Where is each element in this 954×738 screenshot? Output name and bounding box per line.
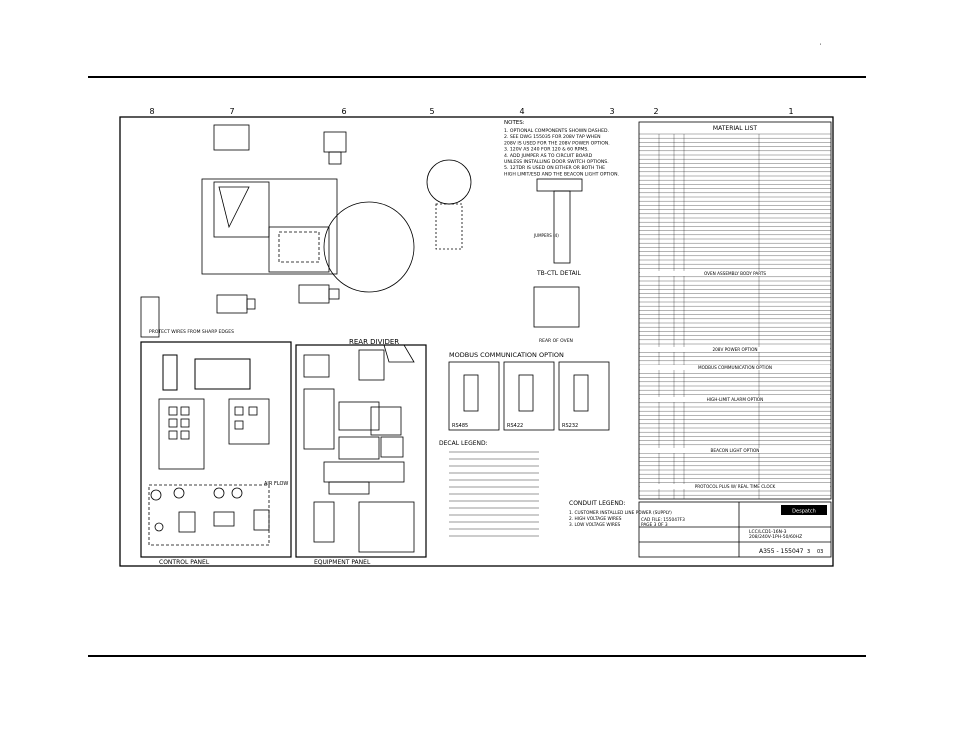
connector-label: RS422 — [507, 423, 523, 429]
material-section-title: HIGH-LIMIT ALARM OPTION — [707, 397, 764, 402]
material-list-title: MATERIAL LIST — [713, 125, 757, 132]
protect-wires-note: PROTECT WIRES FROM SHARP EDGES — [149, 329, 234, 335]
db9-connector — [518, 374, 534, 412]
bottom-rule — [88, 655, 866, 657]
column-marker-top: 2 — [653, 107, 658, 116]
control-panel-box — [140, 341, 292, 558]
conduit-item: 2. HIGH VOLTAGE WIRES — [569, 516, 622, 522]
note-line: UNLESS INSTALLING DOOR SWITCH OPTIONS. — [504, 159, 609, 165]
column-marker-top: 3 — [609, 107, 614, 116]
company-logo — [781, 505, 827, 515]
title-block — [638, 501, 832, 558]
note-line: 2. SEE DWG 155035 FOR 208V TAP WHEN — [504, 134, 601, 140]
material-section-band — [640, 397, 830, 402]
sheet-border — [119, 116, 834, 567]
connector-box — [558, 361, 610, 431]
note-line: 4. ADD JUMPER AS TO CIRCUIT BOARD — [504, 153, 593, 159]
material-section-band — [640, 271, 830, 276]
page-mark: ' — [820, 44, 822, 50]
material-section-title: MODBUS COMMUNICATION OPTION — [698, 365, 772, 370]
conduit-item: 1. CUSTOMER INSTALLED LINE POWER (SUPPLY… — [569, 510, 672, 516]
equipment-panel-label: EQUIPMENT PANEL — [314, 559, 371, 566]
wiring-diagram-sheet: 8877665544332211 DDCCBBAA REAR DIVIDER P… — [119, 107, 834, 567]
note-line: 1. OPTIONAL COMPONENTS SHOWN DASHED. — [504, 128, 609, 134]
blower-circle — [323, 201, 415, 293]
controller-outline — [158, 398, 205, 470]
conduit-legend-title: CONDUIT LEGEND: — [569, 500, 625, 507]
control-panel-option-area — [148, 484, 270, 546]
db9-connector — [573, 374, 589, 412]
connector-box — [503, 361, 555, 431]
drawing-sheet: 3 — [807, 549, 810, 555]
material-section-title: 208V POWER OPTION — [712, 347, 757, 352]
terminal-block — [162, 354, 178, 391]
notes-title: NOTES: — [504, 120, 525, 126]
drawing-number: A355 - 155047 — [759, 548, 804, 555]
connector-box — [448, 361, 500, 431]
company-name: Despatch — [792, 509, 816, 515]
material-section-title: OVEN ASSEMBLY BODY PARTS — [704, 271, 766, 276]
db9-connector — [463, 374, 479, 412]
material-section-band — [640, 347, 830, 352]
modbus-title: MODBUS COMMUNICATION OPTION — [449, 351, 564, 359]
control-panel-label: CONTROL PANEL — [159, 559, 210, 566]
conduit-item: 3. LOW VOLTAGE WIRES — [569, 522, 621, 528]
column-marker-top: 7 — [229, 107, 234, 116]
note-line: HIGH LIMIT/ESD AND THE BEACON LIGHT OPTI… — [504, 171, 619, 177]
cad-file: CAD FILE: 155047F3 — [641, 517, 685, 523]
material-section-title: BEACON LIGHT OPTION — [711, 448, 760, 453]
column-marker-top: 6 — [341, 107, 346, 116]
column-marker-top: 5 — [429, 107, 434, 116]
connector-label: RS232 — [562, 423, 578, 429]
material-section-band — [640, 484, 830, 489]
material-section-band — [640, 448, 830, 453]
drawing-rev: 03 — [817, 549, 823, 555]
connector-label: RS485 — [452, 423, 468, 429]
column-marker-top: 1 — [788, 107, 793, 116]
note-line: 3. 120V AS 240 FOR 120 & 60 RPMS. — [504, 147, 589, 153]
column-marker-top: 4 — [519, 107, 524, 116]
rear-of-oven-label: REAR OF OVEN — [539, 338, 573, 344]
decal-legend-title: DECAL LEGEND: — [439, 440, 488, 447]
drawing-description: LCC/LCD1-16N-3 — [749, 529, 787, 535]
air-flow-label: AIR FLOW — [264, 481, 288, 487]
material-section-band — [640, 365, 830, 370]
equipment-panel-box — [295, 344, 427, 558]
column-marker-top: 8 — [149, 107, 154, 116]
page-number: PAGE 3 OF 3 — [641, 522, 668, 528]
top-rule — [88, 76, 866, 78]
relay-block — [194, 358, 251, 390]
note-line: 5. 12TDR IS USED ON EITHER OR BOTH THE — [504, 165, 605, 171]
jumpers-label: JUMPERS (4) — [533, 233, 559, 238]
note-line: 208V IS USED FOR THE 208V POWER OPTION. — [504, 140, 610, 146]
wiring-diagram: 8877665544332211 DDCCBBAA REAR DIVIDER P… — [119, 107, 834, 567]
material-section-title: PROTOCOL PLUS W/ REAL TIME CLOCK — [695, 484, 776, 489]
drawing-subtitle: 208/240V-1PH-50/60HZ — [749, 534, 802, 540]
rear-divider-label: REAR DIVIDER — [349, 338, 399, 346]
tb-ctl-detail-label: TB-CTL DETAIL — [536, 270, 582, 277]
